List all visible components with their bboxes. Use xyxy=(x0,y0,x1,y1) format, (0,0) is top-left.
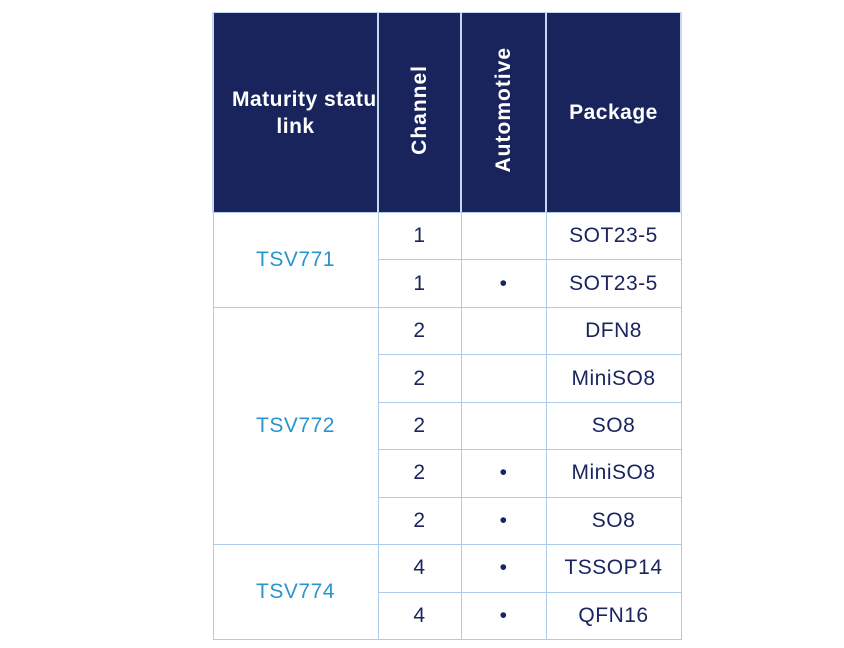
part-link-tsv772[interactable]: TSV772 xyxy=(256,413,335,437)
automotive-cell xyxy=(460,306,547,356)
channel-cell: 2 xyxy=(377,354,462,403)
table-row: 2 MiniSO8 xyxy=(213,354,682,403)
channel-cell: 1 xyxy=(377,259,462,308)
channel-cell: 2 xyxy=(377,496,462,546)
table-row: 2 SO8 xyxy=(213,401,682,451)
table-row: TSV771 1 SOT23-5 xyxy=(212,211,682,308)
header-automotive: Automotive xyxy=(460,12,547,213)
table-body: TSV771 1 SOT23-5 1 • SOT23-5 TSV772 2 DF… xyxy=(212,211,682,640)
automotive-cell: • xyxy=(460,259,547,308)
table-row: TSV772 2 DFN8 xyxy=(212,306,682,546)
header-automotive-label: Automotive xyxy=(491,46,515,173)
header-channel-label: Channel xyxy=(407,64,431,155)
part-link-tsv774[interactable]: TSV774 xyxy=(256,580,335,604)
package-cell: SO8 xyxy=(545,496,682,546)
automotive-cell xyxy=(460,401,547,451)
part-cell-tsv771: TSV771 xyxy=(212,212,379,308)
table-row: 4 • QFN16 xyxy=(213,591,682,640)
package-cell: TSSOP14 xyxy=(545,544,682,593)
table-row: 2 • SO8 xyxy=(213,496,682,546)
header-channel: Channel xyxy=(377,12,462,213)
product-selection-table: Maturity status link Channel Automotive … xyxy=(212,12,682,640)
part-cell-tsv772: TSV772 xyxy=(212,306,379,546)
automotive-cell: • xyxy=(460,544,547,593)
channel-cell: 2 xyxy=(377,401,462,451)
automotive-cell: • xyxy=(460,496,547,546)
header-package: Package xyxy=(545,12,682,213)
package-cell: MiniSO8 xyxy=(545,449,682,498)
channel-cell: 4 xyxy=(377,591,462,640)
automotive-cell xyxy=(460,354,547,403)
table-row: TSV774 4 • TSSOP14 xyxy=(212,544,682,640)
channel-cell: 1 xyxy=(377,211,462,261)
package-cell: QFN16 xyxy=(545,591,682,640)
package-cell: SOT23-5 xyxy=(545,259,682,308)
channel-cell: 2 xyxy=(377,306,462,356)
part-cell-tsv774: TSV774 xyxy=(212,544,379,640)
table-row: 2 • MiniSO8 xyxy=(213,449,682,498)
part-link-tsv771[interactable]: TSV771 xyxy=(256,247,335,271)
package-cell: DFN8 xyxy=(545,306,682,356)
package-cell: MiniSO8 xyxy=(545,354,682,403)
automotive-cell xyxy=(460,211,547,261)
header-maturity-status-link: Maturity status link xyxy=(212,12,379,213)
header-row: Maturity status link Channel Automotive … xyxy=(212,12,682,213)
channel-cell: 2 xyxy=(377,449,462,498)
channel-cell: 4 xyxy=(377,544,462,593)
automotive-cell: • xyxy=(460,591,547,640)
package-cell: SO8 xyxy=(545,401,682,451)
automotive-cell: • xyxy=(460,449,547,498)
package-cell: SOT23-5 xyxy=(545,211,682,261)
table-header: Maturity status link Channel Automotive … xyxy=(212,12,682,213)
